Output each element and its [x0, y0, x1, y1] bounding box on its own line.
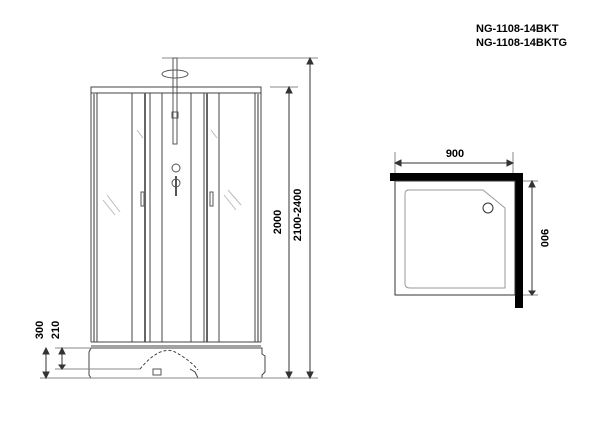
dimension-total-height: 2100-2400 [292, 189, 304, 242]
drain-icon [482, 202, 494, 214]
tray-basin [404, 189, 506, 289]
wall-right [515, 173, 523, 308]
model-label-1: NG-1108-14BKT [476, 23, 559, 35]
door-handle [140, 191, 145, 207]
dimension-tray-inner-height: 210 [50, 321, 62, 339]
plan-view [390, 152, 538, 308]
glass-reflection [102, 129, 242, 216]
model-label-2: NG-1108-14BKTG [476, 37, 568, 49]
dimension-tray-height: 300 [34, 321, 46, 339]
dimension-cabin-height: 2000 [272, 210, 284, 234]
tray-leg [152, 368, 162, 376]
dimension-depth: 900 [538, 229, 550, 247]
shower-head-icon [161, 57, 189, 145]
mixer-icon [171, 163, 181, 196]
front-view [40, 57, 318, 379]
front-dimensions [42, 56, 314, 380]
wall-top [390, 173, 520, 181]
tray-outline [394, 180, 516, 296]
dimension-width: 900 [446, 148, 464, 160]
model-labels: NG-1108-14BKT NG-1108-14BKTG [476, 22, 567, 50]
door-handle [209, 191, 214, 207]
